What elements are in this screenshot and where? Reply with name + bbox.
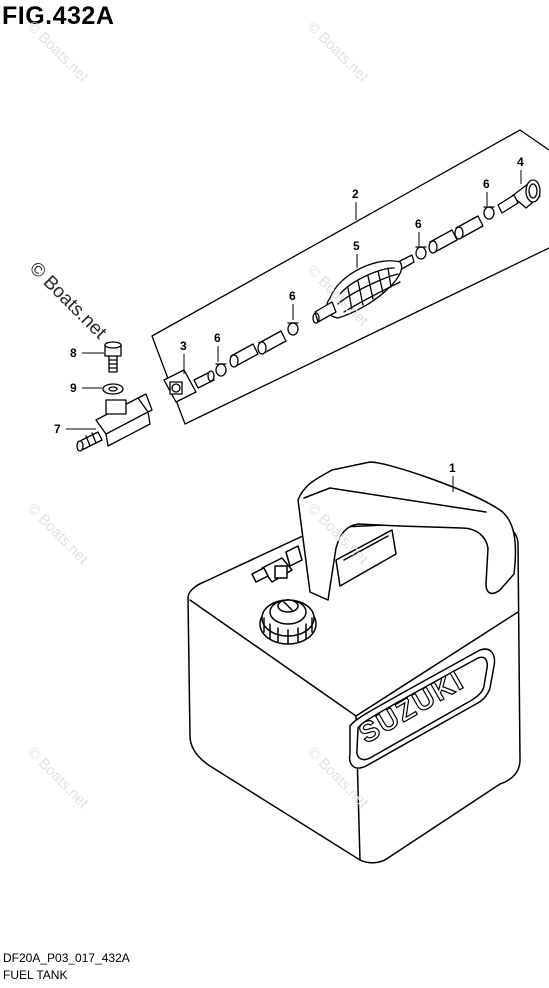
callout-5: 5	[353, 239, 360, 253]
callout-6d: 6	[214, 331, 221, 345]
washer-part-9	[102, 383, 124, 395]
figure-code: DF20A_P03_017_432A	[3, 951, 130, 965]
hose-clamp-6c	[287, 322, 299, 336]
callout-9: 9	[70, 381, 77, 395]
connector-part-3	[163, 369, 215, 403]
callout-6c: 6	[289, 289, 296, 303]
connector-part-4	[497, 179, 541, 214]
primer-bulb-part-5	[312, 254, 415, 324]
callout-7: 7	[54, 422, 61, 436]
callout-6a: 6	[483, 177, 490, 191]
fuel-tank-part-1	[187, 461, 521, 864]
figure-title: FIG.432A	[2, 2, 115, 30]
figure-name: FUEL TANK	[3, 968, 68, 982]
hose-clamp-6a	[483, 206, 495, 220]
fuel-connector-part-7	[76, 393, 153, 452]
callout-6b: 6	[415, 217, 422, 231]
bolt-part-8	[104, 341, 122, 373]
hose-segment-d	[229, 343, 259, 368]
hose-segment-a	[454, 215, 484, 240]
hose-clamp-6d	[215, 363, 227, 377]
hose-segment-b	[428, 229, 458, 254]
callout-2: 2	[352, 187, 359, 201]
callout-3: 3	[180, 339, 187, 353]
callout-1: 1	[449, 461, 456, 475]
callout-4: 4	[517, 155, 524, 169]
hose-clamp-6b	[415, 246, 427, 260]
hose-segment-c	[257, 330, 287, 355]
fuel-line-kit-outline	[151, 129, 549, 425]
callout-8: 8	[70, 346, 77, 360]
